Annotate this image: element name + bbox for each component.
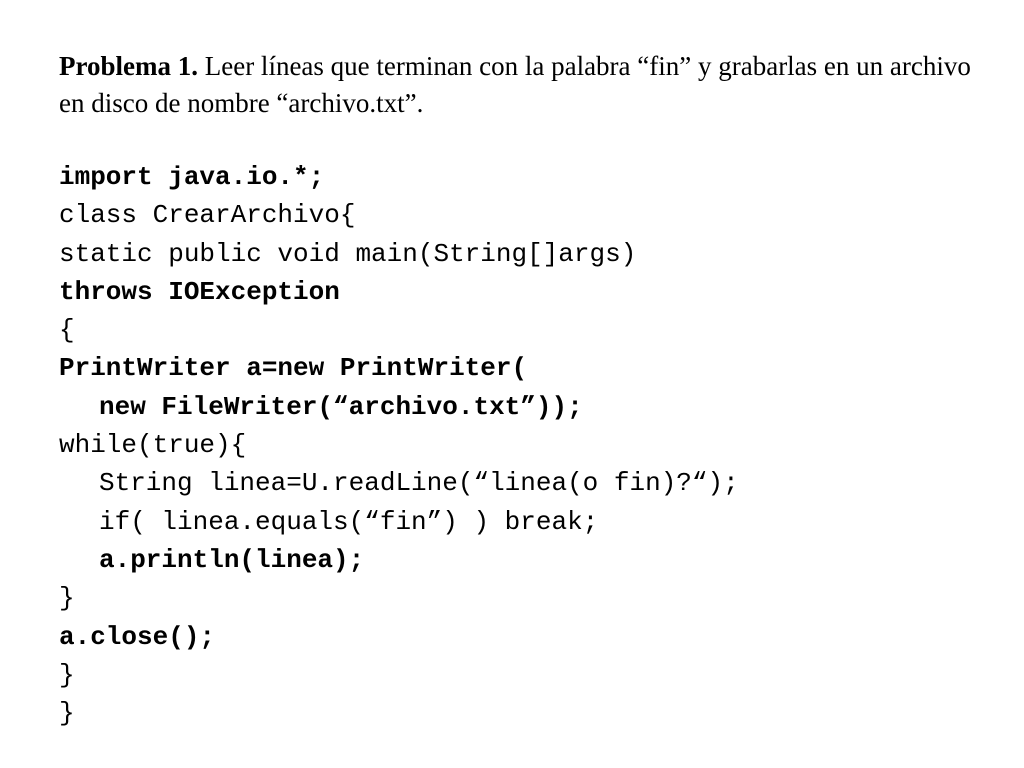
code-line: a.close();	[59, 621, 216, 652]
code-line: }	[59, 583, 75, 614]
code-line: String linea=U.readLine(“linea(o fin)?“)…	[99, 468, 739, 499]
code-line: if( linea.equals(“fin”) ) break;	[99, 506, 599, 537]
code-line: class CrearArchivo{	[59, 200, 356, 231]
code-line: }	[59, 698, 75, 729]
code-line: throws IOException	[59, 276, 340, 307]
code-line: {	[59, 315, 75, 346]
problem-label: Problema 1.	[59, 51, 198, 81]
code-line: a.println(linea);	[99, 544, 365, 575]
code-line: PrintWriter a=new PrintWriter(	[59, 353, 528, 384]
problem-statement: Problema 1. Leer líneas que terminan con…	[59, 48, 999, 122]
code-line: while(true){	[59, 430, 247, 461]
code-block: import java.io.*; class CrearArchivo{ st…	[59, 158, 999, 732]
code-line: }	[59, 659, 75, 690]
problem-description: Leer líneas que terminan con la palabra …	[59, 51, 971, 118]
code-line: new FileWriter(“archivo.txt”));	[99, 391, 583, 422]
code-line: import java.io.*;	[59, 162, 325, 192]
slide: Problema 1. Leer líneas que terminan con…	[59, 48, 999, 732]
code-line: static public void main(String[]args)	[59, 238, 637, 269]
